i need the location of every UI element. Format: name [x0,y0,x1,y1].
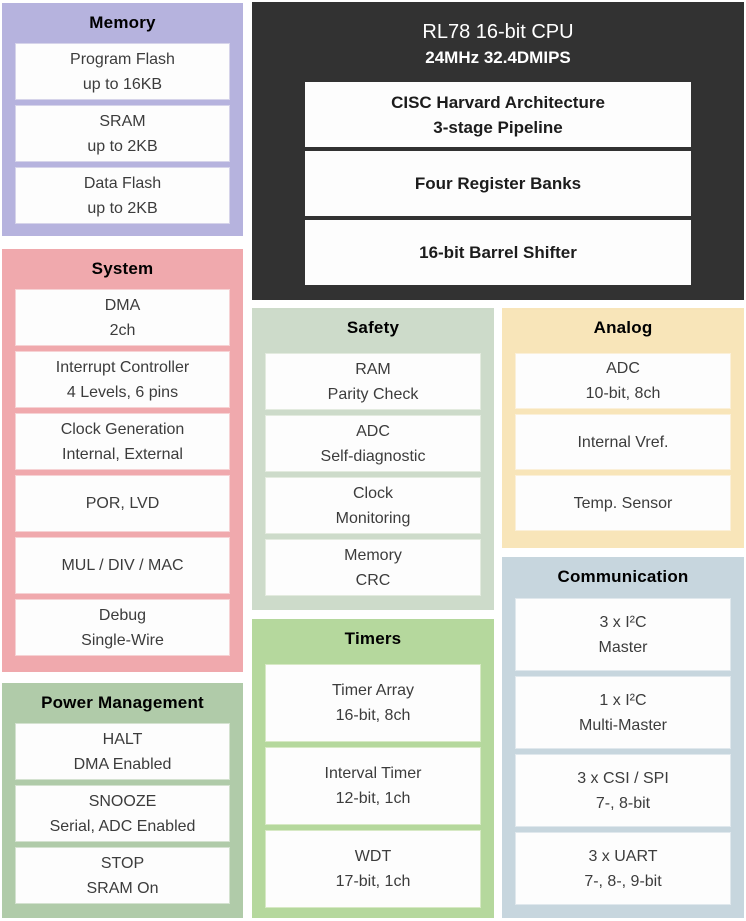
power-item-halt: HALT DMA Enabled [15,723,230,780]
communication-item-i2c-master: 3 x I²C Master [515,598,731,671]
system-title: System [91,259,154,278]
analog-title: Analog [593,318,653,337]
memory-item-sram: SRAM up to 2KB [15,105,230,162]
analog-item-internal-vref: Internal Vref. [515,414,731,470]
safety-title: Safety [346,318,400,337]
memory-item-data-flash: Data Flash up to 2KB [15,167,230,224]
block-analog: Analog ADC 10-bit, 8ch Internal Vref. Te… [502,308,744,548]
cpu-item-register-banks: Four Register Banks [305,151,691,216]
system-items: DMA 2ch Interrupt Controller 4 Levels, 6… [2,289,243,656]
analog-item-adc: ADC 10-bit, 8ch [515,353,731,409]
safety-item-adc-self-diagnostic: ADC Self-diagnostic [265,415,481,472]
safety-items: RAM Parity Check ADC Self-diagnostic Clo… [252,353,494,596]
block-timers: Timers Timer Array 16-bit, 8ch Interval … [252,619,494,918]
block-power-management: Power Management HALT DMA Enabled SNOOZE… [2,683,243,918]
system-item-interrupt-controller: Interrupt Controller 4 Levels, 6 pins [15,351,230,408]
cpu-items: CISC Harvard Architecture 3-stage Pipeli… [252,82,744,285]
safety-item-memory-crc: Memory CRC [265,539,481,596]
timers-item-interval-timer: Interval Timer 12-bit, 1ch [265,747,481,825]
timers-item-timer-array: Timer Array 16-bit, 8ch [265,664,481,742]
system-item-dma: DMA 2ch [15,289,230,346]
block-memory: Memory Program Flash up to 16KB SRAM up … [2,3,243,236]
power-management-title: Power Management [41,693,204,712]
cpu-title: RL78 16-bit CPU [422,21,574,43]
memory-items: Program Flash up to 16KB SRAM up to 2KB … [2,43,243,224]
memory-title: Memory [89,13,156,32]
timers-title: Timers [344,629,402,648]
block-cpu: RL78 16-bit CPU 24MHz 32.4DMIPS CISC Har… [252,2,744,300]
safety-item-ram-parity: RAM Parity Check [265,353,481,410]
block-safety: Safety RAM Parity Check ADC Self-diagnos… [252,308,494,610]
system-item-por-lvd: POR, LVD [15,475,230,532]
cpu-item-barrel-shifter: 16-bit Barrel Shifter [305,220,691,285]
block-system: System DMA 2ch Interrupt Controller 4 Le… [2,249,243,672]
analog-items: ADC 10-bit, 8ch Internal Vref. Temp. Sen… [502,353,744,531]
communication-items: 3 x I²C Master 1 x I²C Multi-Master 3 x … [502,598,744,905]
block-communication: Communication 3 x I²C Master 1 x I²C Mul… [502,557,744,918]
communication-item-i2c-multi-master: 1 x I²C Multi-Master [515,676,731,749]
cpu-subtitle: 24MHz 32.4DMIPS [425,48,571,67]
timers-item-wdt: WDT 17-bit, 1ch [265,830,481,908]
timers-items: Timer Array 16-bit, 8ch Interval Timer 1… [252,664,494,908]
memory-item-program-flash: Program Flash up to 16KB [15,43,230,100]
system-item-mul-div-mac: MUL / DIV / MAC [15,537,230,594]
communication-title: Communication [557,567,689,586]
analog-item-temp-sensor: Temp. Sensor [515,475,731,531]
communication-item-csi-spi: 3 x CSI / SPI 7-, 8-bit [515,754,731,827]
power-management-items: HALT DMA Enabled SNOOZE Serial, ADC Enab… [2,723,243,904]
cpu-header: RL78 16-bit CPU 24MHz 32.4DMIPS [252,2,744,82]
safety-item-clock-monitoring: Clock Monitoring [265,477,481,534]
system-item-debug: Debug Single-Wire [15,599,230,656]
system-item-clock-generation: Clock Generation Internal, External [15,413,230,470]
communication-item-uart: 3 x UART 7-, 8-, 9-bit [515,832,731,905]
cpu-item-architecture: CISC Harvard Architecture 3-stage Pipeli… [305,82,691,147]
power-item-stop: STOP SRAM On [15,847,230,904]
power-item-snooze: SNOOZE Serial, ADC Enabled [15,785,230,842]
